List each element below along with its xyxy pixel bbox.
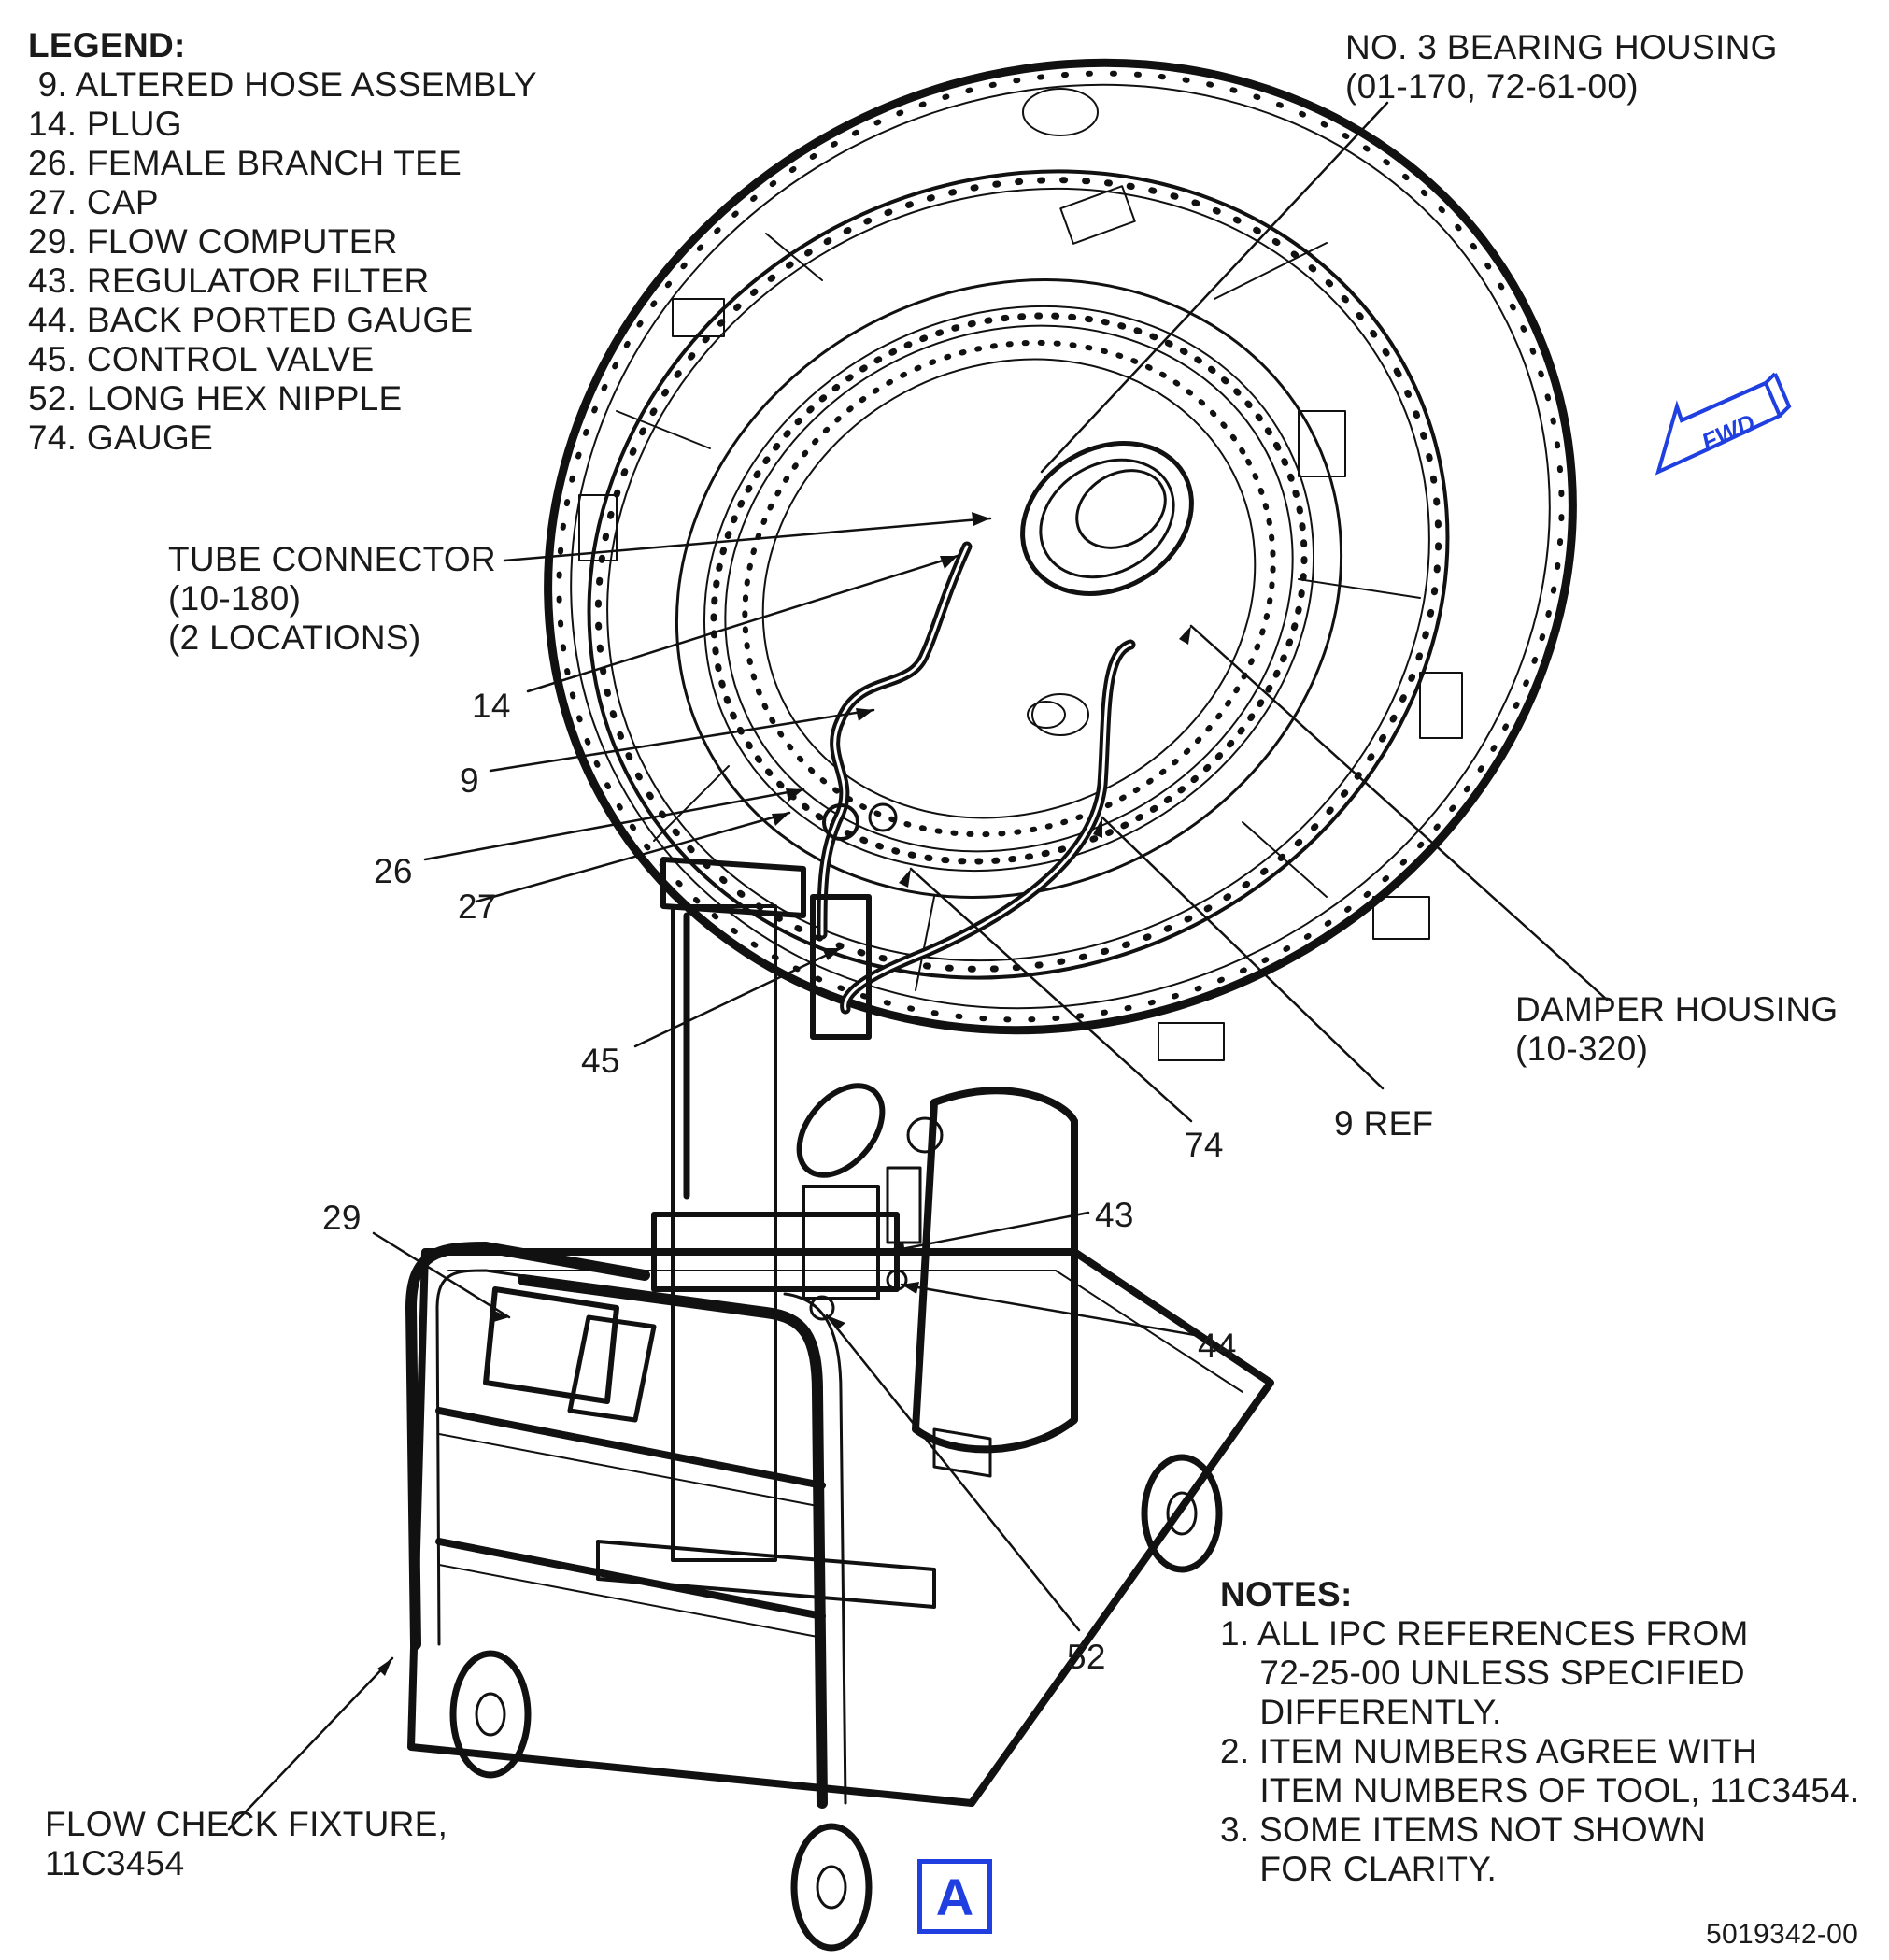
callout-line: 11C3454: [45, 1844, 185, 1882]
callout-line: DAMPER HOUSING: [1515, 990, 1839, 1029]
notes-title: NOTES:: [1220, 1575, 1353, 1613]
leader-lines: [227, 101, 1609, 1831]
note-line: FOR CLARITY.: [1220, 1850, 1498, 1888]
legend-item: 29. FLOW COMPUTER: [28, 222, 398, 261]
callout-line: (01-170, 72-61-00): [1345, 67, 1639, 106]
hose-assembly: [817, 541, 1136, 1015]
legend-item: 14. PLUG: [28, 105, 182, 143]
flow-check-fixture: [405, 802, 1274, 1952]
callout-flow-check-fixture: FLOW CHECK FIXTURE, 11C3454: [45, 1805, 447, 1883]
legend-title: LEGEND:: [28, 26, 186, 64]
callout-item-44: 44: [1198, 1327, 1237, 1365]
figure-number: 5019342-00: [1706, 1919, 1859, 1950]
note-line: 3. SOME ITEMS NOT SHOWN: [1220, 1811, 1707, 1849]
legend-item: 43. REGULATOR FILTER: [28, 262, 430, 300]
callout-item-29: 29: [322, 1199, 362, 1237]
legend-item: 74. GAUGE: [28, 419, 214, 457]
callout-item-9: 9: [460, 761, 479, 800]
legend-item: 52. LONG HEX NIPPLE: [28, 379, 403, 418]
legend-item: 26. FEMALE BRANCH TEE: [28, 144, 462, 182]
legend-item: 44. BACK PORTED GAUGE: [28, 301, 474, 339]
callout-line: NO. 3 BEARING HOUSING: [1345, 28, 1778, 66]
view-label: A: [917, 1859, 992, 1934]
legend: LEGEND: 9. ALTERED HOSE ASSEMBLY 14. PLU…: [28, 26, 537, 458]
callout-item-45: 45: [581, 1042, 620, 1080]
callout-line: (2 LOCATIONS): [168, 618, 421, 657]
note-line: 72-25-00 UNLESS SPECIFIED: [1220, 1654, 1745, 1692]
callout-damper-housing: DAMPER HOUSING (10-320): [1515, 990, 1838, 1069]
note-line: ITEM NUMBERS OF TOOL, 11C3454.: [1220, 1771, 1860, 1810]
notes: NOTES: 1. ALL IPC REFERENCES FROM 72-25-…: [1220, 1575, 1860, 1889]
legend-item: 9. ALTERED HOSE ASSEMBLY: [28, 65, 537, 104]
callout-item-52: 52: [1067, 1638, 1106, 1676]
fwd-arrow-icon: FWD: [1655, 372, 1792, 476]
note-line: 2. ITEM NUMBERS AGREE WITH: [1220, 1732, 1758, 1770]
callout-item-74: 74: [1185, 1126, 1224, 1164]
callout-item-43: 43: [1095, 1196, 1134, 1234]
callout-item-26: 26: [374, 852, 413, 890]
callout-tube-connector: TUBE CONNECTOR (10-180) (2 LOCATIONS): [168, 540, 496, 658]
fwd-label: FWD: [1697, 408, 1759, 457]
leader-arrowheads: [377, 512, 1191, 1676]
note-line: DIFFERENTLY.: [1220, 1693, 1502, 1731]
callout-item-14: 14: [472, 687, 511, 725]
callout-item-9-ref: 9 REF: [1334, 1104, 1434, 1143]
note-line: 1. ALL IPC REFERENCES FROM: [1220, 1614, 1749, 1653]
callout-bearing-housing: NO. 3 BEARING HOUSING (01-170, 72-61-00): [1345, 28, 1778, 107]
callout-line: TUBE CONNECTOR: [168, 540, 496, 578]
callout-item-27: 27: [458, 888, 497, 926]
callout-line: FLOW CHECK FIXTURE,: [45, 1805, 448, 1843]
legend-item: 27. CAP: [28, 183, 159, 221]
legend-item: 45. CONTROL VALVE: [28, 340, 375, 378]
callout-line: (10-320): [1515, 1030, 1649, 1068]
callout-line: (10-180): [168, 579, 302, 618]
